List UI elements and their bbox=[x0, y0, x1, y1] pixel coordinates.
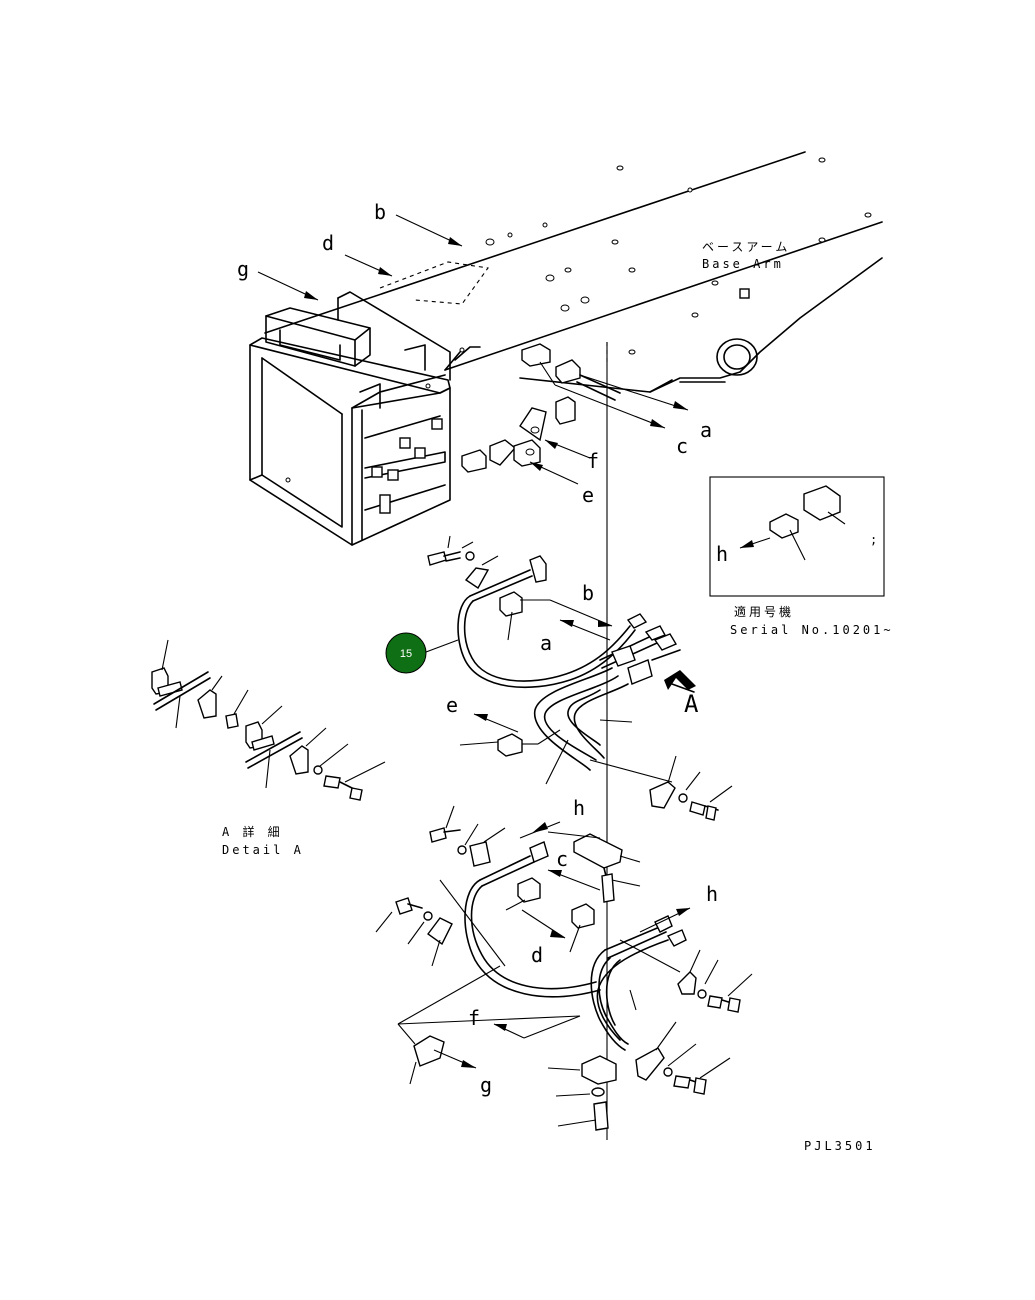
label-d-top: d bbox=[322, 231, 334, 255]
label-f-low: f bbox=[468, 1006, 480, 1030]
drawing-number: PJL3501 bbox=[804, 1139, 876, 1153]
label-h-mid: h bbox=[573, 796, 585, 820]
label-h-low: h bbox=[706, 882, 718, 906]
leader-labels: b d g a c f e h b a A e h c h d f g bbox=[237, 200, 728, 1097]
callout-15[interactable]: 15 bbox=[385, 632, 459, 674]
serial-en: Serial No.10201~ bbox=[730, 623, 894, 637]
label-f-top: f bbox=[587, 449, 599, 473]
serial-jp: 適用号機 bbox=[734, 604, 794, 619]
label-h-inset: h bbox=[716, 542, 728, 566]
arm-clamps bbox=[461, 343, 621, 473]
upper-pipe-assembly bbox=[427, 535, 733, 821]
callout-badge[interactable] bbox=[385, 632, 427, 674]
view-arrow-a-icon bbox=[664, 670, 696, 690]
label-c-top: c bbox=[676, 434, 688, 458]
label-d-low: d bbox=[531, 943, 543, 967]
label-g-top: g bbox=[237, 257, 249, 281]
base-arm bbox=[264, 151, 883, 1140]
label-b-mid: b bbox=[582, 581, 594, 605]
label-view-a: A bbox=[684, 690, 699, 718]
base-arm-en: Base Arm bbox=[702, 257, 784, 271]
label-a-top: a bbox=[700, 418, 712, 442]
callout-number: 15 bbox=[400, 648, 412, 660]
detail-a-jp: A 詳 細 bbox=[222, 824, 283, 839]
label-c-low: c bbox=[556, 847, 568, 871]
inset-mark: ; bbox=[870, 533, 880, 547]
mounting-frame bbox=[249, 291, 451, 546]
lower-pipe-assembly bbox=[375, 476, 885, 1131]
detail-a-drawing bbox=[151, 639, 386, 801]
serial-inset-frame bbox=[709, 476, 885, 597]
label-g-low: g bbox=[480, 1073, 492, 1097]
label-e-top: e bbox=[582, 483, 594, 507]
detail-a-en: Detail A bbox=[222, 843, 304, 857]
base-arm-jp: ベースアーム bbox=[702, 240, 790, 254]
label-b-top: b bbox=[374, 200, 386, 224]
arm-holes bbox=[459, 157, 872, 355]
label-e-mid: e bbox=[446, 693, 458, 717]
top-leaders bbox=[257, 214, 689, 485]
label-a-mid: a bbox=[540, 631, 552, 655]
annotations: ベースアーム Base Arm 適用号機 Serial No.10201~ A … bbox=[222, 240, 894, 1153]
